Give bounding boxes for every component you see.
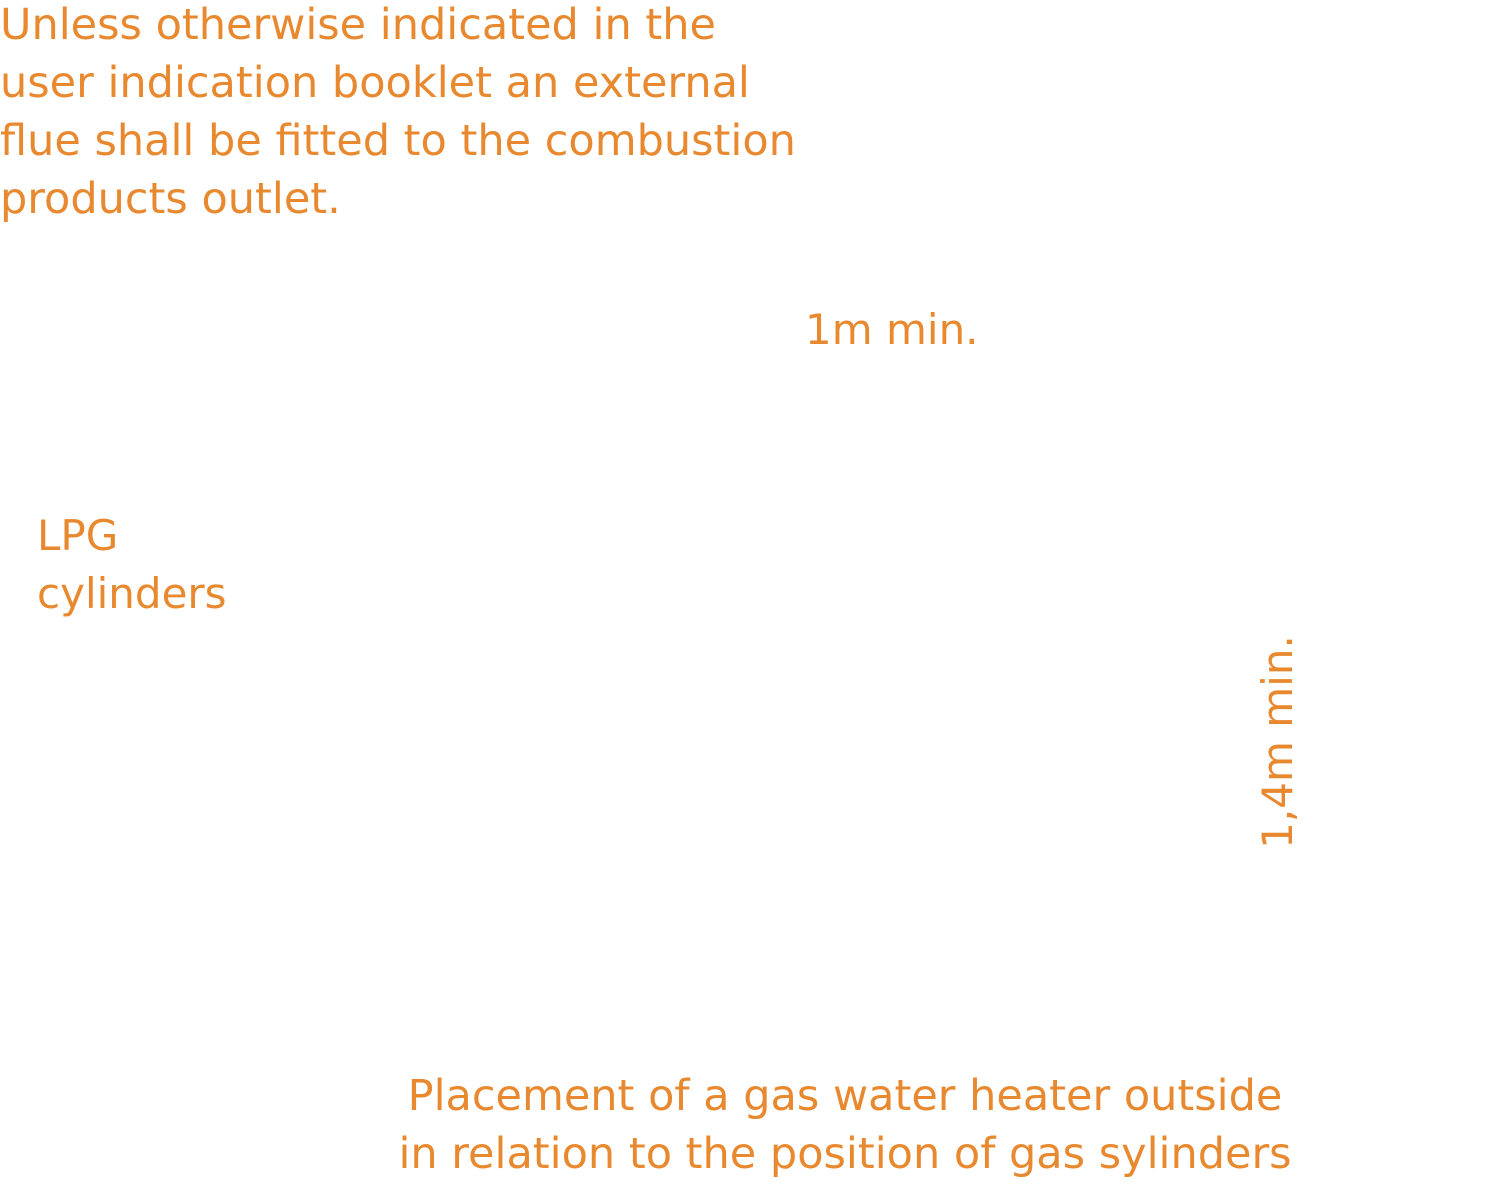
vertical-distance-label: 1,4m min. [1253,635,1302,849]
flue-instruction-note: Unless otherwise indicated in the user i… [0,0,796,228]
lpg-cylinders-label: LPG cylinders [37,507,227,623]
diagram-caption: Placement of a gas water heater outside … [360,1067,1330,1183]
note-line: Unless otherwise indicated in the [0,0,716,50]
caption-line: in relation to the position of gas sylin… [398,1129,1292,1179]
caption-line: Placement of a gas water heater outside [407,1071,1283,1121]
horizontal-distance-label: 1m min. [805,305,979,354]
note-line: products outlet. [0,174,341,224]
note-line: flue shall be fitted to the combustion [0,116,796,166]
cylinder-label-line: cylinders [37,569,227,618]
cylinder-label-line: LPG [37,511,119,560]
note-line: user indication booklet an external [0,58,750,108]
